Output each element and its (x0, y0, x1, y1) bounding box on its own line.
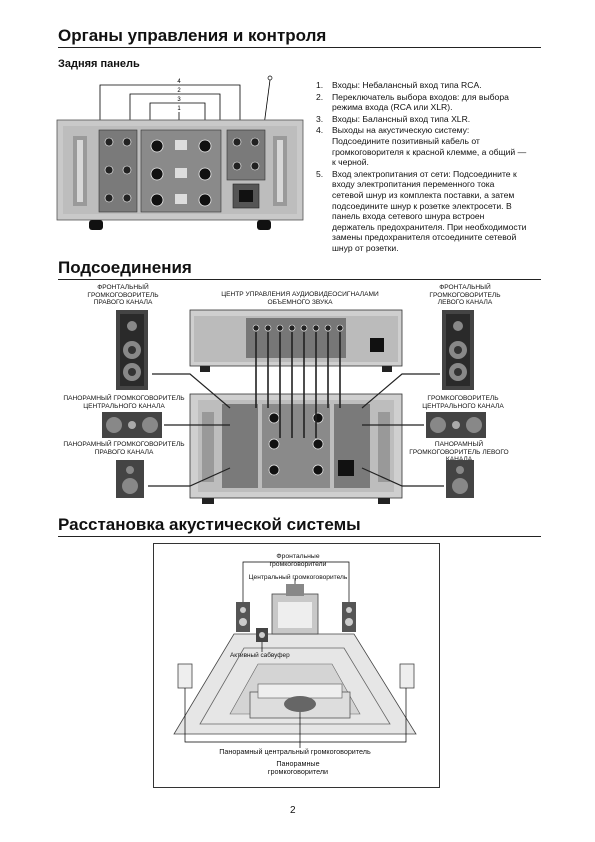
placement-diagram (173, 561, 417, 748)
rear-panel-legend: 1.Входы: Небалансный вход типа RCA. 2.Пе… (316, 80, 528, 255)
section-rule (58, 279, 541, 280)
surround-right-speaker (116, 460, 144, 498)
label-control-center: ЦЕНТР УПРАВЛЕНИЯ АУДИОВИДЕОСИГНАЛАМИ ОБЪ… (221, 291, 379, 306)
surround-left-speaker (446, 460, 474, 498)
section-title-controls: Органы управления и контроля (58, 26, 327, 45)
label-surround-left: ПАНОРАМНЫЙ ГРОМКОГОВОРИТЕЛЬ ЛЕВОГО КАНАЛ… (409, 441, 509, 464)
section-title-placement: Расстановка акустической системы (58, 515, 361, 534)
list-item: 4.Выходы на акустическую систему: Подсое… (316, 125, 527, 168)
section-rule (58, 47, 541, 48)
connection-diagram (102, 309, 486, 504)
list-item: 5.Вход электропитания от сети: Подсоедин… (316, 168, 527, 253)
page-number: 2 (290, 805, 296, 816)
list-item: 3.Входы: Балансный вход типа XLR. (316, 113, 471, 124)
placement-diagram-frame (153, 543, 440, 788)
rear-panel-illustration: 4 2 3 1 (56, 75, 304, 230)
callout-4: 4 (177, 79, 181, 85)
center-speaker-right (426, 412, 486, 438)
list-item: 2.Переключатель выбора входов: для выбор… (316, 91, 509, 113)
label-center: ГРОМКОГОВОРИТЕЛЬ ЦЕНТРАЛЬНОГО КАНАЛА (422, 395, 504, 410)
rear-panel-title: Задняя панель (58, 58, 140, 70)
label-subwoofer: Активный сабвуфер (230, 652, 290, 659)
callout-2: 2 (177, 88, 181, 94)
label-surround-center: ПАНОРАМНЫЙ ГРОМКОГОВОРИТЕЛЬ ЦЕНТРАЛЬНОГО… (63, 395, 185, 410)
label-front-right: ФРОНТАЛЬНЫЙ ГРОМКОГОВОРИТЕЛЬ ПРАВОГО КАН… (87, 284, 159, 307)
callout-3: 3 (177, 97, 181, 103)
center-speaker-left (102, 412, 162, 438)
front-left-speaker (442, 310, 474, 390)
label-front-speakers: Фронтальные громкоговорители (269, 553, 327, 568)
label-surround-right: ПАНОРАМНЫЙ ГРОМКОГОВОРИТЕЛЬ ПРАВОГО КАНА… (63, 441, 185, 456)
list-item: 1.Входы: Небалансный вход типа RCA. (316, 80, 482, 90)
callout-1: 1 (177, 106, 181, 112)
section-title-connections: Подсоединения (58, 258, 192, 277)
label-center-speaker: Центральный громкоговоритель (248, 574, 348, 581)
label-surround-speakers: Панорамные громкоговорители (267, 759, 329, 776)
label-surround-center-speaker: Панорамный центральный громкоговоритель (219, 747, 371, 756)
front-right-speaker (116, 310, 148, 390)
section-rule (58, 536, 541, 537)
label-front-left: ФРОНТАЛЬНЫЙ ГРОМКОГОВОРИТЕЛЬ ЛЕВОГО КАНА… (429, 284, 501, 307)
